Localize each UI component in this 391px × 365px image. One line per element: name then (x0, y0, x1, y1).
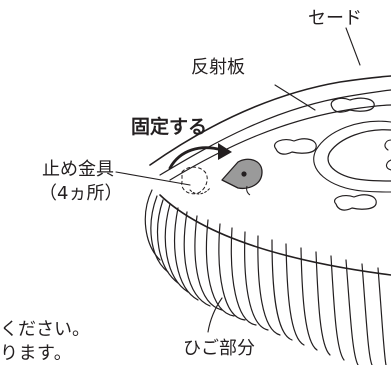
leader-reflector (274, 84, 316, 111)
shade-rim-lower (159, 89, 391, 176)
reflector-plate (169, 104, 391, 181)
label-shade: セード (308, 8, 362, 29)
label-fix-action: 固定する (131, 116, 208, 138)
label-fringe: ひご部分 (183, 338, 255, 359)
leader-shade (345, 27, 361, 66)
leader-bracket (115, 171, 191, 186)
cropped-note-line2: ります。 (0, 343, 73, 364)
reflector-inner-ring (327, 129, 391, 182)
cropped-note-line1: ください。 (0, 319, 90, 340)
label-bracket-line1: 止め金具 (42, 159, 114, 180)
reflector-slot (334, 194, 377, 211)
reflector-slot (330, 97, 375, 113)
leader-fringe (207, 297, 223, 333)
label-bracket-line2: （4ヵ所） (39, 183, 123, 204)
shade-outline (149, 75, 391, 166)
rotation-arrow-icon (168, 146, 224, 170)
label-reflector: 反射板 (191, 57, 245, 78)
reflector-plate-lower (159, 194, 391, 276)
reflector-slot (274, 138, 317, 155)
fringe-strings (144, 189, 387, 365)
mounting-bracket-icon (221, 158, 263, 196)
bracket-slot-outline (181, 166, 208, 195)
